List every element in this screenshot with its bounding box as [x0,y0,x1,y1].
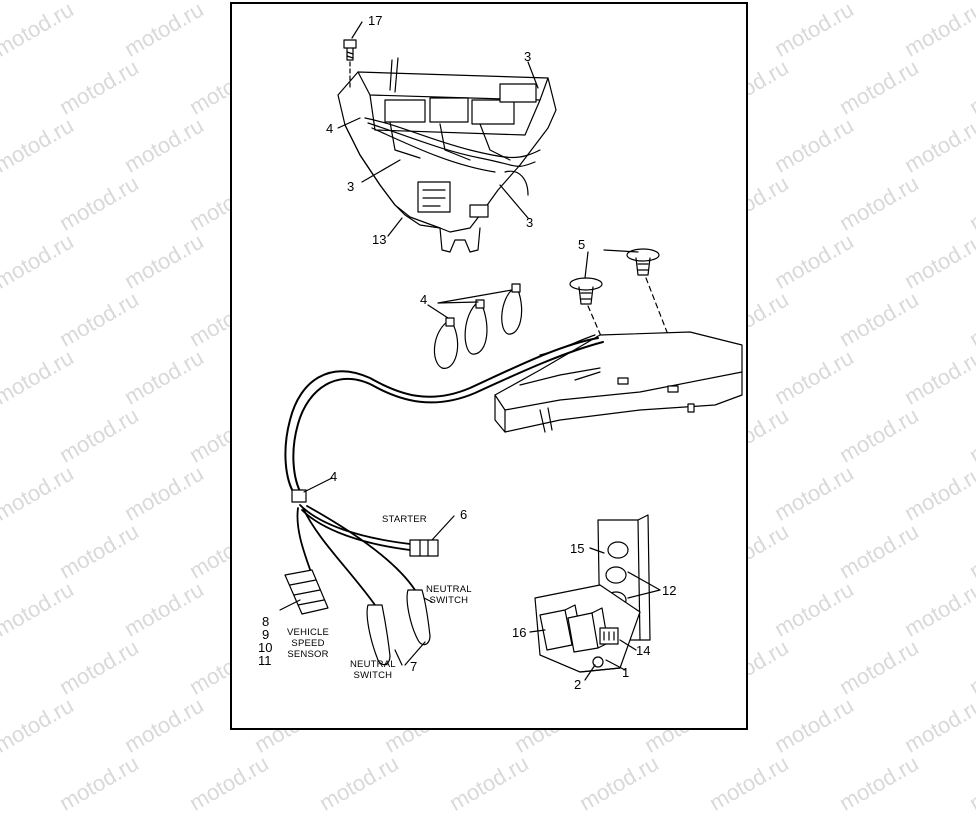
watermark-text: motod.ru [575,750,663,816]
callout-1: 1 [622,665,630,680]
label-vehicle-speed-sensor: VEHICLE SPEED SENSOR [287,627,330,661]
callout-3-top: 3 [524,49,532,64]
watermark-text: motod.ru [705,750,793,816]
label-vss-line1: VEHICLE [287,627,330,638]
callout-5: 5 [578,237,586,252]
label-starter-text: STARTER [382,514,427,525]
callout-2: 2 [574,677,582,692]
callout-4-harness: 4 [330,469,338,484]
label-neutral-switch-left-line2: SWITCH [353,669,393,681]
label-neutral-switch-right-line1: NEUTRAL [426,584,472,595]
relay-assembly [529,514,661,681]
callout-17: 17 [368,13,383,28]
callout-11: 11 [258,653,272,668]
callout-16: 16 [512,625,527,640]
wiring-harness [279,334,604,666]
watermark-text: motod.ru [835,750,923,816]
frame-bracket [494,331,743,433]
cable-straps [427,283,523,369]
callout-13: 13 [372,232,387,247]
label-neutral-switch-right: NEUTRAL SWITCH [426,584,472,607]
parts-diagram [279,21,743,681]
callout-15: 15 [570,541,585,556]
watermark-text: motod.ru [315,750,403,816]
callout-3-mid: 3 [347,179,355,194]
callout-10: 10 [258,640,273,655]
watermark-text: motod.ru [445,750,533,816]
callout-9: 9 [262,627,270,642]
watermark-text: motod.ru [185,750,273,816]
label-vss-line3: SENSOR [287,648,329,660]
callout-14: 14 [636,643,651,658]
callout-7: 7 [410,659,418,674]
callout-12: 12 [662,583,677,598]
callout-8: 8 [262,614,270,629]
label-neutral-switch-left-line1: NEUTRAL [350,659,396,670]
callout-6: 6 [460,507,468,522]
label-neutral-switch-left: NEUTRAL SWITCH [350,659,396,682]
watermark-text: motod.ru [965,750,976,816]
callout-4-top: 4 [326,121,334,136]
label-starter: STARTER [382,514,427,526]
label-vss-line2: SPEED [291,637,325,649]
callout-4-clips: 4 [420,292,428,307]
electrical-caddy-assembly [337,21,557,253]
label-neutral-switch-right-line2: SWITCH [429,594,469,606]
callout-3-low: 3 [526,215,534,230]
watermark-text: motod.ru [55,750,143,816]
